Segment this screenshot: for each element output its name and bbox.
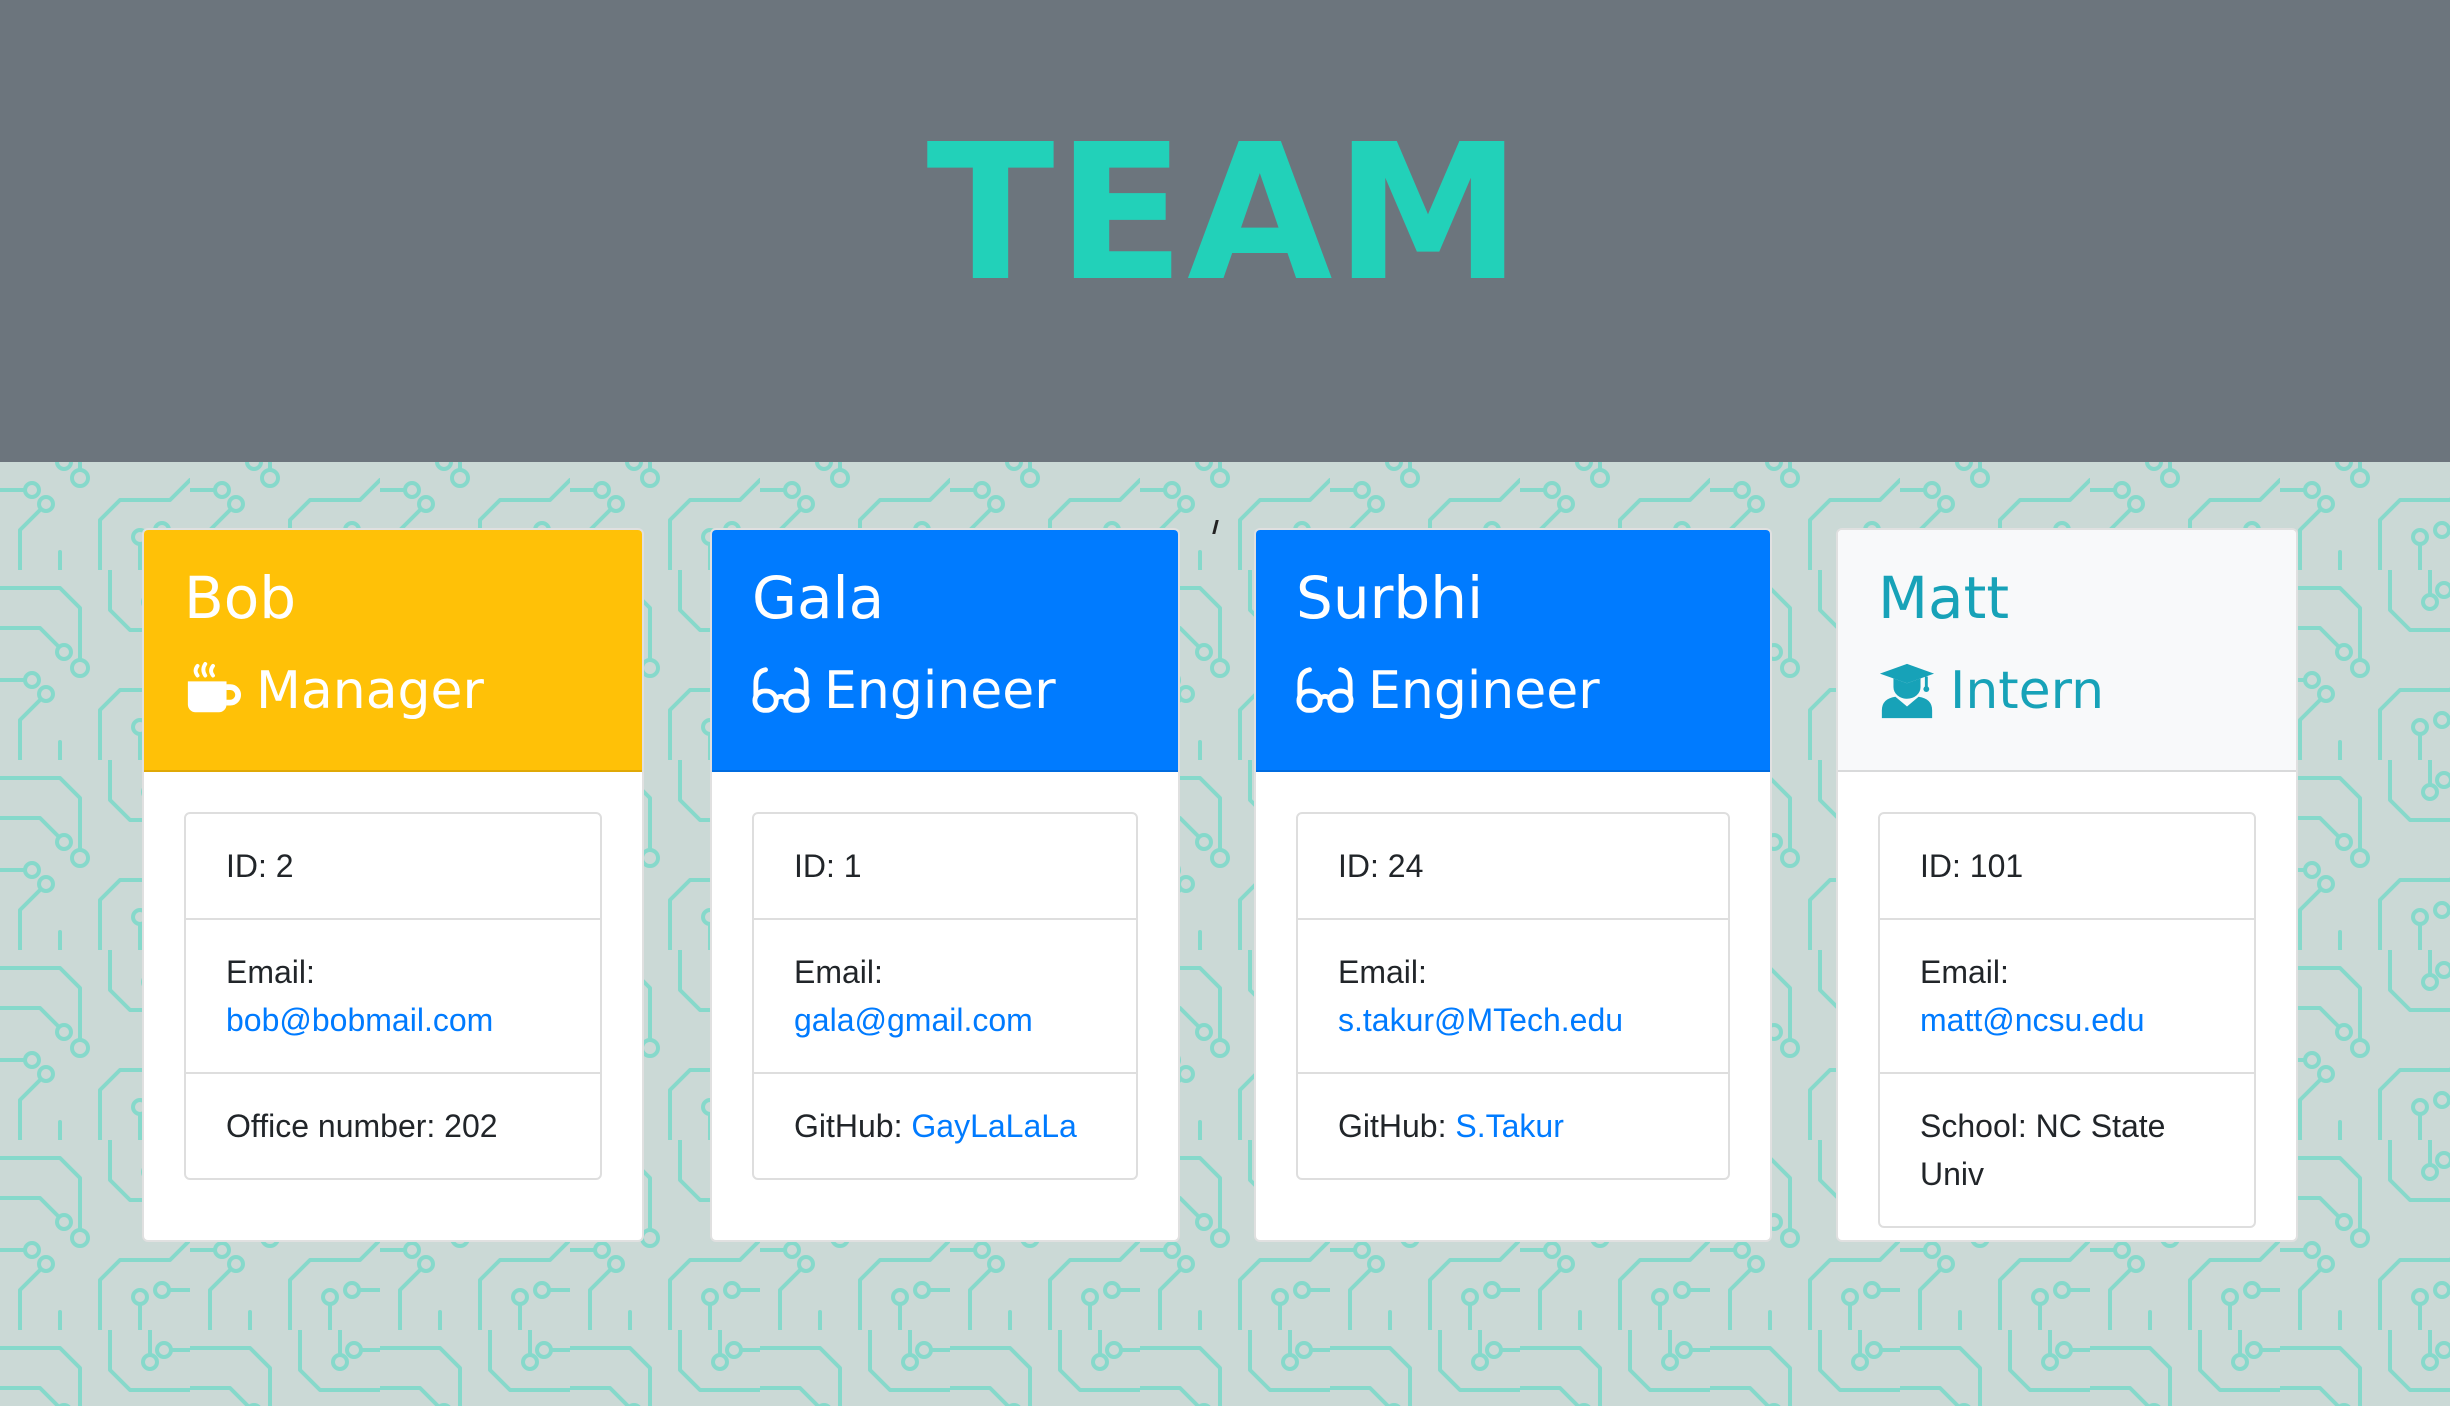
- school-row: School: NC State Univ: [1880, 1074, 2254, 1226]
- school-value: NC State Univ: [1920, 1108, 2166, 1192]
- github-label: GitHub:: [794, 1108, 912, 1144]
- id-row: ID: 2: [186, 814, 600, 920]
- id-label: ID:: [226, 848, 276, 884]
- github-link[interactable]: S.Takur: [1455, 1108, 1564, 1144]
- card-body: ID: 24 Email: s.takur@MTech.edu GitHub: …: [1256, 772, 1770, 1180]
- id-row: ID: 1: [754, 814, 1136, 920]
- id-value: 101: [1969, 848, 2024, 884]
- card-header: Bob Manager: [144, 530, 642, 772]
- id-label: ID:: [1338, 848, 1388, 884]
- glasses-icon: [752, 662, 810, 720]
- card-header: Gala Engineer: [712, 530, 1178, 772]
- page-title: TEAM: [926, 103, 1524, 323]
- card-header: Matt Intern: [1838, 530, 2296, 772]
- email-label: Email:: [794, 954, 883, 990]
- email-link[interactable]: gala@gmail.com: [794, 1002, 1033, 1038]
- page-header: TEAM: [0, 0, 2450, 462]
- employee-card-engineer: Surbhi Engineer: [1254, 528, 1772, 1242]
- role-label: Manager: [256, 661, 484, 721]
- info-list: ID: 2 Email: bob@bobmail.com Office numb…: [184, 812, 602, 1180]
- email-label: Email:: [1920, 954, 2009, 990]
- glasses-icon: [1296, 662, 1354, 720]
- info-list: ID: 1 Email: gala@gmail.com GitHub: GayL…: [752, 812, 1138, 1180]
- email-link[interactable]: s.takur@MTech.edu: [1338, 1002, 1624, 1038]
- email-link[interactable]: bob@bobmail.com: [226, 1002, 494, 1038]
- id-value: 2: [275, 848, 294, 884]
- email-link[interactable]: matt@ncsu.edu: [1920, 1002, 2145, 1038]
- card-body: ID: 101 Email: matt@ncsu.edu School: NC …: [1838, 772, 2296, 1228]
- employee-role: Manager: [184, 660, 642, 722]
- employee-name: Bob: [184, 564, 297, 632]
- email-label: Email:: [1338, 954, 1427, 990]
- email-label: Email:: [226, 954, 315, 990]
- id-label: ID:: [794, 848, 844, 884]
- employee-card-manager: Bob Manager ID:: [142, 528, 644, 1242]
- github-row: GitHub: S.Takur: [1298, 1074, 1728, 1178]
- employee-role: Engineer: [1296, 660, 1770, 722]
- email-row: Email: bob@bobmail.com: [186, 920, 600, 1074]
- role-label: Intern: [1950, 661, 2105, 721]
- office-row: Office number: 202: [186, 1074, 600, 1178]
- id-value: 1: [843, 848, 862, 884]
- role-label: Engineer: [824, 661, 1056, 721]
- employee-card-engineer: Gala Engineer: [710, 528, 1180, 1242]
- id-row: ID: 24: [1298, 814, 1728, 920]
- email-row: Email: matt@ncsu.edu: [1880, 920, 2254, 1074]
- role-label: Engineer: [1368, 661, 1600, 721]
- office-value: 202: [444, 1108, 498, 1144]
- employee-name: Surbhi: [1296, 564, 1484, 632]
- id-row: ID: 101: [1880, 814, 2254, 920]
- email-row: Email: gala@gmail.com: [754, 920, 1136, 1074]
- graduate-icon: [1878, 662, 1936, 720]
- card-header: Surbhi Engineer: [1256, 530, 1770, 772]
- card-body: ID: 2 Email: bob@bobmail.com Office numb…: [144, 772, 642, 1180]
- github-row: GitHub: GayLaLaLa: [754, 1074, 1136, 1178]
- info-list: ID: 24 Email: s.takur@MTech.edu GitHub: …: [1296, 812, 1730, 1180]
- employee-card-intern: Matt Intern ID: 101 Email:: [1836, 528, 2298, 1242]
- id-value: 24: [1387, 848, 1424, 884]
- info-list: ID: 101 Email: matt@ncsu.edu School: NC …: [1878, 812, 2256, 1228]
- coffee-icon: [184, 662, 242, 720]
- employee-role: Engineer: [752, 660, 1178, 722]
- card-body: ID: 1 Email: gala@gmail.com GitHub: GayL…: [712, 772, 1178, 1180]
- employee-name: Gala: [752, 564, 885, 632]
- employee-name: Matt: [1878, 564, 2010, 632]
- github-link[interactable]: GayLaLaLa: [911, 1108, 1077, 1144]
- id-label: ID:: [1920, 848, 1970, 884]
- employee-role: Intern: [1878, 660, 2296, 722]
- office-label: Office number:: [226, 1108, 445, 1144]
- email-row: Email: s.takur@MTech.edu: [1298, 920, 1728, 1074]
- github-label: GitHub:: [1338, 1108, 1456, 1144]
- school-label: School:: [1920, 1108, 2036, 1144]
